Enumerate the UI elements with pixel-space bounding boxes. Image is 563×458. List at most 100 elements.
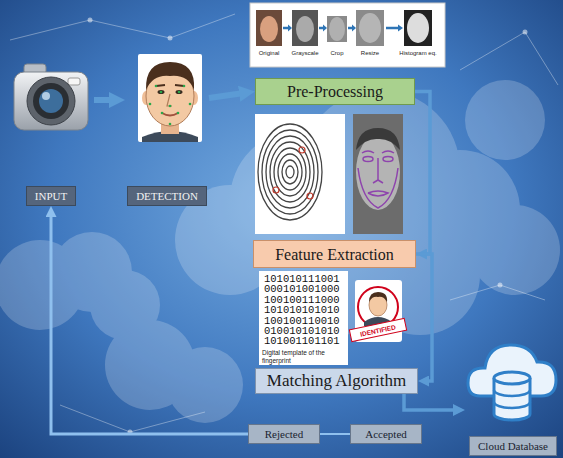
flow-arrow [209, 93, 244, 98]
minutia [299, 147, 305, 153]
eye [158, 90, 165, 94]
landmark-face [353, 114, 403, 234]
stage-tag: DETECTION [127, 186, 207, 206]
strip-arrowhead [352, 25, 356, 32]
landmark-dot [155, 85, 158, 88]
minutiae-marks [273, 147, 313, 199]
landmark-dot [169, 105, 172, 108]
network-line [10, 14, 235, 40]
preprocessing-strip [250, 3, 445, 67]
binary-row: 101010111001 [264, 274, 344, 285]
flow-arrow [415, 92, 430, 255]
ridge [286, 166, 294, 178]
thumb-original [256, 10, 282, 46]
camera-flash [68, 78, 80, 85]
strip-arrow [283, 27, 288, 30]
brow-line [362, 151, 374, 153]
binary-row: 000101001000 [264, 284, 344, 295]
detection-stage: DETECTION [125, 52, 209, 206]
result-box: Rejected [248, 424, 320, 444]
camera-lens [33, 83, 69, 119]
template-caption: Digital template of the fingerprint [262, 349, 346, 364]
nose [167, 94, 172, 106]
minutia [307, 193, 313, 199]
camera-lens [39, 89, 63, 113]
network-dot [498, 283, 503, 288]
ridge [274, 148, 306, 196]
strip-arrow [386, 27, 398, 30]
thumb-resize [356, 10, 384, 46]
flow-arrow [416, 254, 432, 381]
strip-arrow [319, 27, 323, 30]
stage-tag: INPUT [26, 186, 76, 206]
thumb-face [407, 13, 429, 43]
flow-arrow [94, 97, 114, 103]
photo-frame [138, 54, 202, 142]
eye [176, 90, 183, 94]
process-box: Matching Algorithm [255, 368, 418, 394]
flow-arrow [51, 214, 248, 434]
strip-arrows [283, 27, 398, 30]
ridge [270, 142, 310, 202]
camera-lens [27, 77, 75, 125]
result-box: Accepted [350, 424, 422, 444]
db-bands [494, 390, 530, 408]
ridge [258, 124, 322, 220]
landmark-dot [161, 112, 164, 115]
step-caption: Histogram eq. [395, 50, 441, 57]
identified-badge [349, 280, 406, 342]
thumb-face [329, 17, 345, 41]
step-caption: Resize [352, 50, 388, 57]
mouth [162, 113, 178, 116]
face-illustration [138, 54, 202, 142]
landmark-dot [149, 103, 152, 106]
process-box: Pre-Processing [255, 78, 415, 105]
landmark-dot [183, 85, 186, 88]
network-line [450, 285, 545, 300]
head [356, 134, 400, 210]
ridge [278, 154, 302, 190]
landmark-dot [189, 103, 192, 106]
cloud-database-icon [468, 345, 556, 420]
stage-label: Matching Algorithm [267, 371, 406, 391]
flow-arrow [404, 394, 457, 410]
ridge [282, 160, 298, 184]
badge-hair [369, 292, 387, 302]
strip-arrow [348, 27, 352, 30]
ridge [266, 136, 314, 208]
strip-arrowhead [323, 25, 327, 32]
landmark-dot [169, 123, 172, 126]
cloud-puff [167, 347, 243, 423]
network-dot [523, 30, 528, 35]
landmark-lines [358, 151, 398, 208]
nose-line [373, 158, 383, 183]
photo-frame [353, 114, 403, 234]
network-line [460, 32, 558, 85]
landmark-dots [149, 85, 192, 126]
mouth-line [368, 191, 388, 196]
brow-line [382, 151, 394, 153]
binary-row: 100100110010 [264, 316, 344, 327]
db-top [494, 372, 530, 384]
step-caption: Crop [319, 50, 355, 57]
network-dot [88, 18, 93, 23]
landmark-dot [160, 91, 163, 94]
network-line [60, 405, 205, 432]
jaw-line [358, 168, 398, 208]
thumb-face [260, 16, 278, 42]
step-caption: Original [251, 50, 287, 57]
binary-row: 101010101010 [264, 305, 344, 316]
cloud-puff [470, 205, 560, 295]
lens-glint [42, 92, 50, 100]
template-panel [259, 271, 348, 365]
input-stage: INPUT [8, 58, 94, 206]
camera-icon [14, 64, 88, 130]
fingerprint-panel [255, 114, 345, 234]
strip-arrowheads [288, 25, 403, 32]
binary-row: 101001101101 [264, 336, 344, 347]
network-dots [88, 18, 528, 435]
database-stage: Cloud Database [465, 328, 561, 456]
badge-banner [349, 318, 406, 341]
thumb-face [296, 16, 314, 42]
stage-label: Rejected [265, 427, 303, 441]
